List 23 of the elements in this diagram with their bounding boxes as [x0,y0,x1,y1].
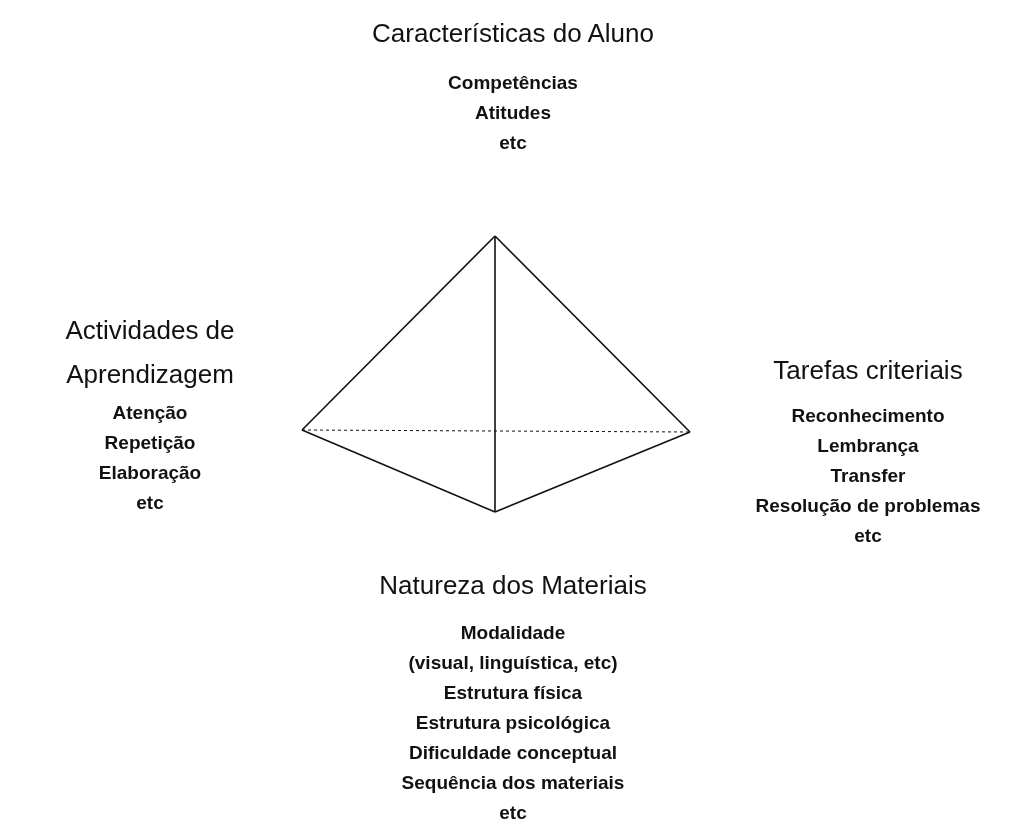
heading-text: Natureza dos Materiais [379,570,647,601]
list-item: Lembrança [817,435,919,457]
list-item: Dificuldade conceptual [409,742,617,764]
list-item: Estrutura psicológica [415,712,611,734]
heading-text: Características do Aluno [372,18,654,49]
list-item: Repetição [104,432,196,454]
list-item: Competências [448,72,578,94]
list-item: Elaboração [98,462,202,484]
list-item: Estrutura física [443,682,583,704]
list-item: Sequência dos materiais [401,772,625,794]
heading-text: Actividades de Aprendizagem [64,314,236,391]
list-item: Transfer [830,465,906,487]
list-item: etc [499,132,527,154]
list-item: (visual, linguística, etc) [408,652,618,674]
list-item: Atenção [112,402,188,424]
list-item: etc [499,802,527,824]
heading-text: Tarefas criteriais [773,355,963,386]
list-item: etc [136,492,164,514]
list-item: Resolução de problemas [755,495,981,517]
list-item: Modalidade [460,622,566,644]
list-item: Atitudes [475,102,551,124]
list-item: Reconhecimento [791,405,945,427]
list-item: etc [854,525,882,547]
